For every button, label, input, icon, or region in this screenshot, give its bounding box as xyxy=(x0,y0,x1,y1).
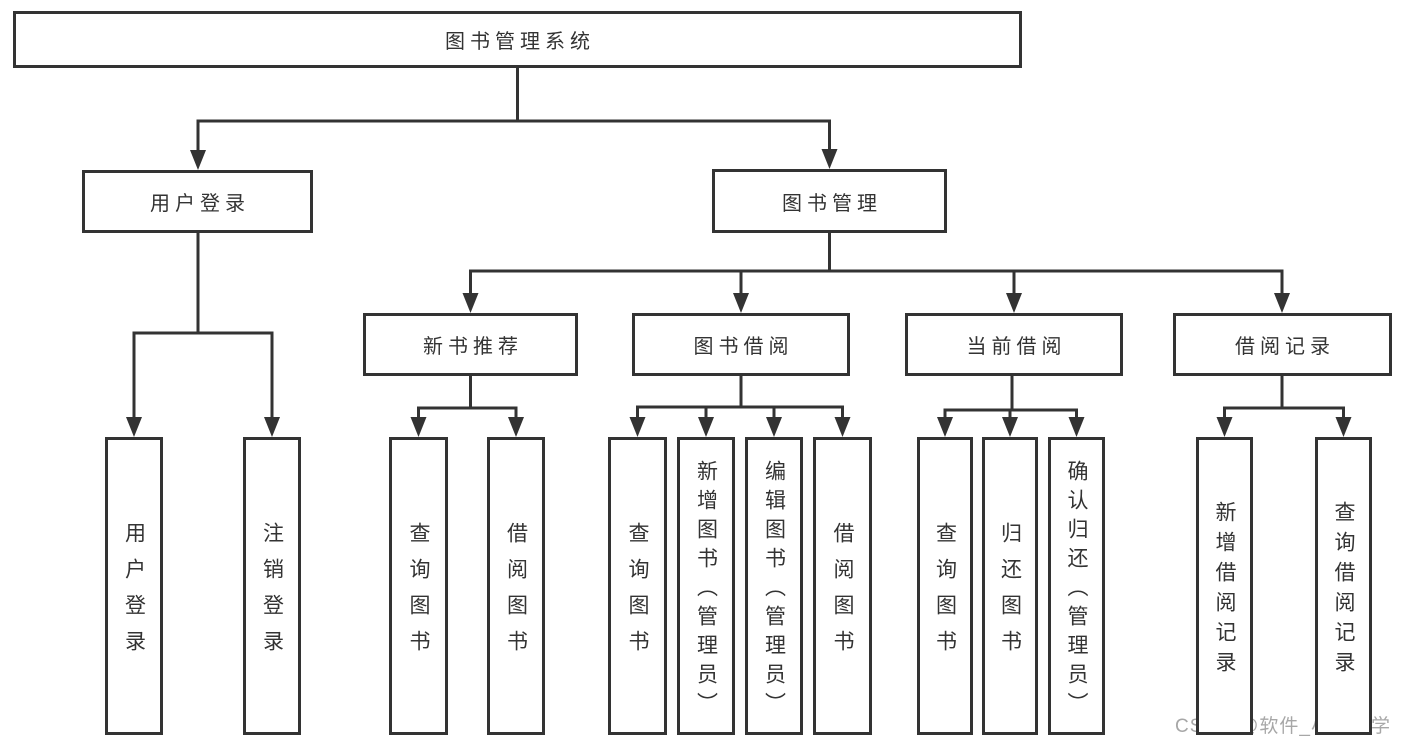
arrowhead-icon xyxy=(733,293,749,313)
node-leaf-logout: 注销登录 xyxy=(243,437,301,735)
node-new-book-recommend: 新书推荐 xyxy=(363,313,578,376)
node-leaf-query-books-borrowing: 查询图书 xyxy=(608,437,667,735)
connector-line xyxy=(1223,374,1345,425)
node-label: 借阅记录 xyxy=(1235,336,1335,358)
node-label: 新书推荐 xyxy=(423,336,523,358)
arrowhead-icon xyxy=(698,417,714,437)
node-label: 查询借阅记录 xyxy=(1332,500,1355,681)
arrowhead-icon xyxy=(1216,417,1233,437)
arrowhead-icon xyxy=(508,417,524,437)
node-label: 用户登录 xyxy=(122,521,146,666)
node-leaf-add-books-admin: 新增图书（管理员） xyxy=(677,437,735,735)
connector xyxy=(410,374,524,437)
arrowhead-icon xyxy=(629,417,646,437)
node-label: 注销登录 xyxy=(260,521,284,666)
node-label: 图书管理系统 xyxy=(445,31,595,53)
arrowhead-icon xyxy=(1006,293,1022,313)
node-leaf-add-borrow-record: 新增借阅记录 xyxy=(1196,437,1253,735)
node-book-management: 图书管理 xyxy=(712,169,947,233)
node-label: 借阅图书 xyxy=(504,521,528,666)
node-leaf-query-books-current: 查询图书 xyxy=(917,437,973,735)
connector xyxy=(629,374,851,437)
node-label: 归还图书 xyxy=(998,521,1022,666)
connector-line xyxy=(417,374,518,425)
connector-line xyxy=(943,374,1078,425)
node-label: 图书管理 xyxy=(782,192,882,215)
node-label: 确认归还（管理员） xyxy=(1065,459,1088,721)
node-label: 查询图书 xyxy=(407,521,430,666)
node-leaf-query-borrow-record: 查询借阅记录 xyxy=(1315,437,1372,735)
arrowhead-icon xyxy=(1002,417,1018,437)
connector-line xyxy=(636,374,844,425)
arrowhead-icon xyxy=(821,149,838,169)
arrowhead-icon xyxy=(1068,417,1085,437)
node-leaf-confirm-return-admin: 确认归还（管理员） xyxy=(1048,437,1105,735)
node-label: 查询图书 xyxy=(933,521,957,666)
node-root-library-system: 图书管理系统 xyxy=(13,11,1022,68)
connector xyxy=(462,231,1290,313)
node-book-borrowing: 图书借阅 xyxy=(632,313,850,376)
node-label: 新增借阅记录 xyxy=(1213,500,1236,681)
node-user-login: 用户登录 xyxy=(82,170,313,233)
node-label: 图书借阅 xyxy=(693,336,794,358)
node-leaf-borrow-books-recommend: 借阅图书 xyxy=(487,437,545,735)
arrowhead-icon xyxy=(1335,417,1352,437)
arrowhead-icon xyxy=(462,293,479,313)
connector xyxy=(126,231,280,437)
connector xyxy=(190,66,838,170)
node-borrowing-records: 借阅记录 xyxy=(1173,313,1392,376)
node-leaf-query-books-recommend: 查询图书 xyxy=(389,437,448,735)
node-label: 新增图书（管理员） xyxy=(694,459,718,721)
arrowhead-icon xyxy=(937,417,953,437)
arrowhead-icon xyxy=(766,417,782,437)
arrowhead-icon xyxy=(1274,293,1290,313)
node-leaf-user-login: 用户登录 xyxy=(105,437,163,735)
node-label: 用户登录 xyxy=(150,193,250,215)
connector xyxy=(1216,374,1352,437)
connector-line xyxy=(196,66,831,158)
node-leaf-borrow-books-borrowing: 借阅图书 xyxy=(813,437,872,735)
node-label: 当前借阅 xyxy=(966,336,1067,358)
arrowhead-icon xyxy=(126,417,142,437)
arrowhead-icon xyxy=(264,417,280,437)
node-label: 编辑图书（管理员） xyxy=(762,459,786,721)
node-label: 查询图书 xyxy=(626,521,649,666)
connector-line xyxy=(132,231,274,425)
node-label: 借阅图书 xyxy=(831,521,854,666)
arrowhead-icon xyxy=(410,417,427,437)
arrowhead-icon xyxy=(834,417,851,437)
arrowhead-icon xyxy=(190,150,206,170)
node-current-borrowing: 当前借阅 xyxy=(905,313,1123,376)
node-leaf-return-books: 归还图书 xyxy=(982,437,1038,735)
connector-line xyxy=(469,231,1284,301)
connector xyxy=(937,374,1085,437)
node-leaf-edit-books-admin: 编辑图书（管理员） xyxy=(745,437,803,735)
